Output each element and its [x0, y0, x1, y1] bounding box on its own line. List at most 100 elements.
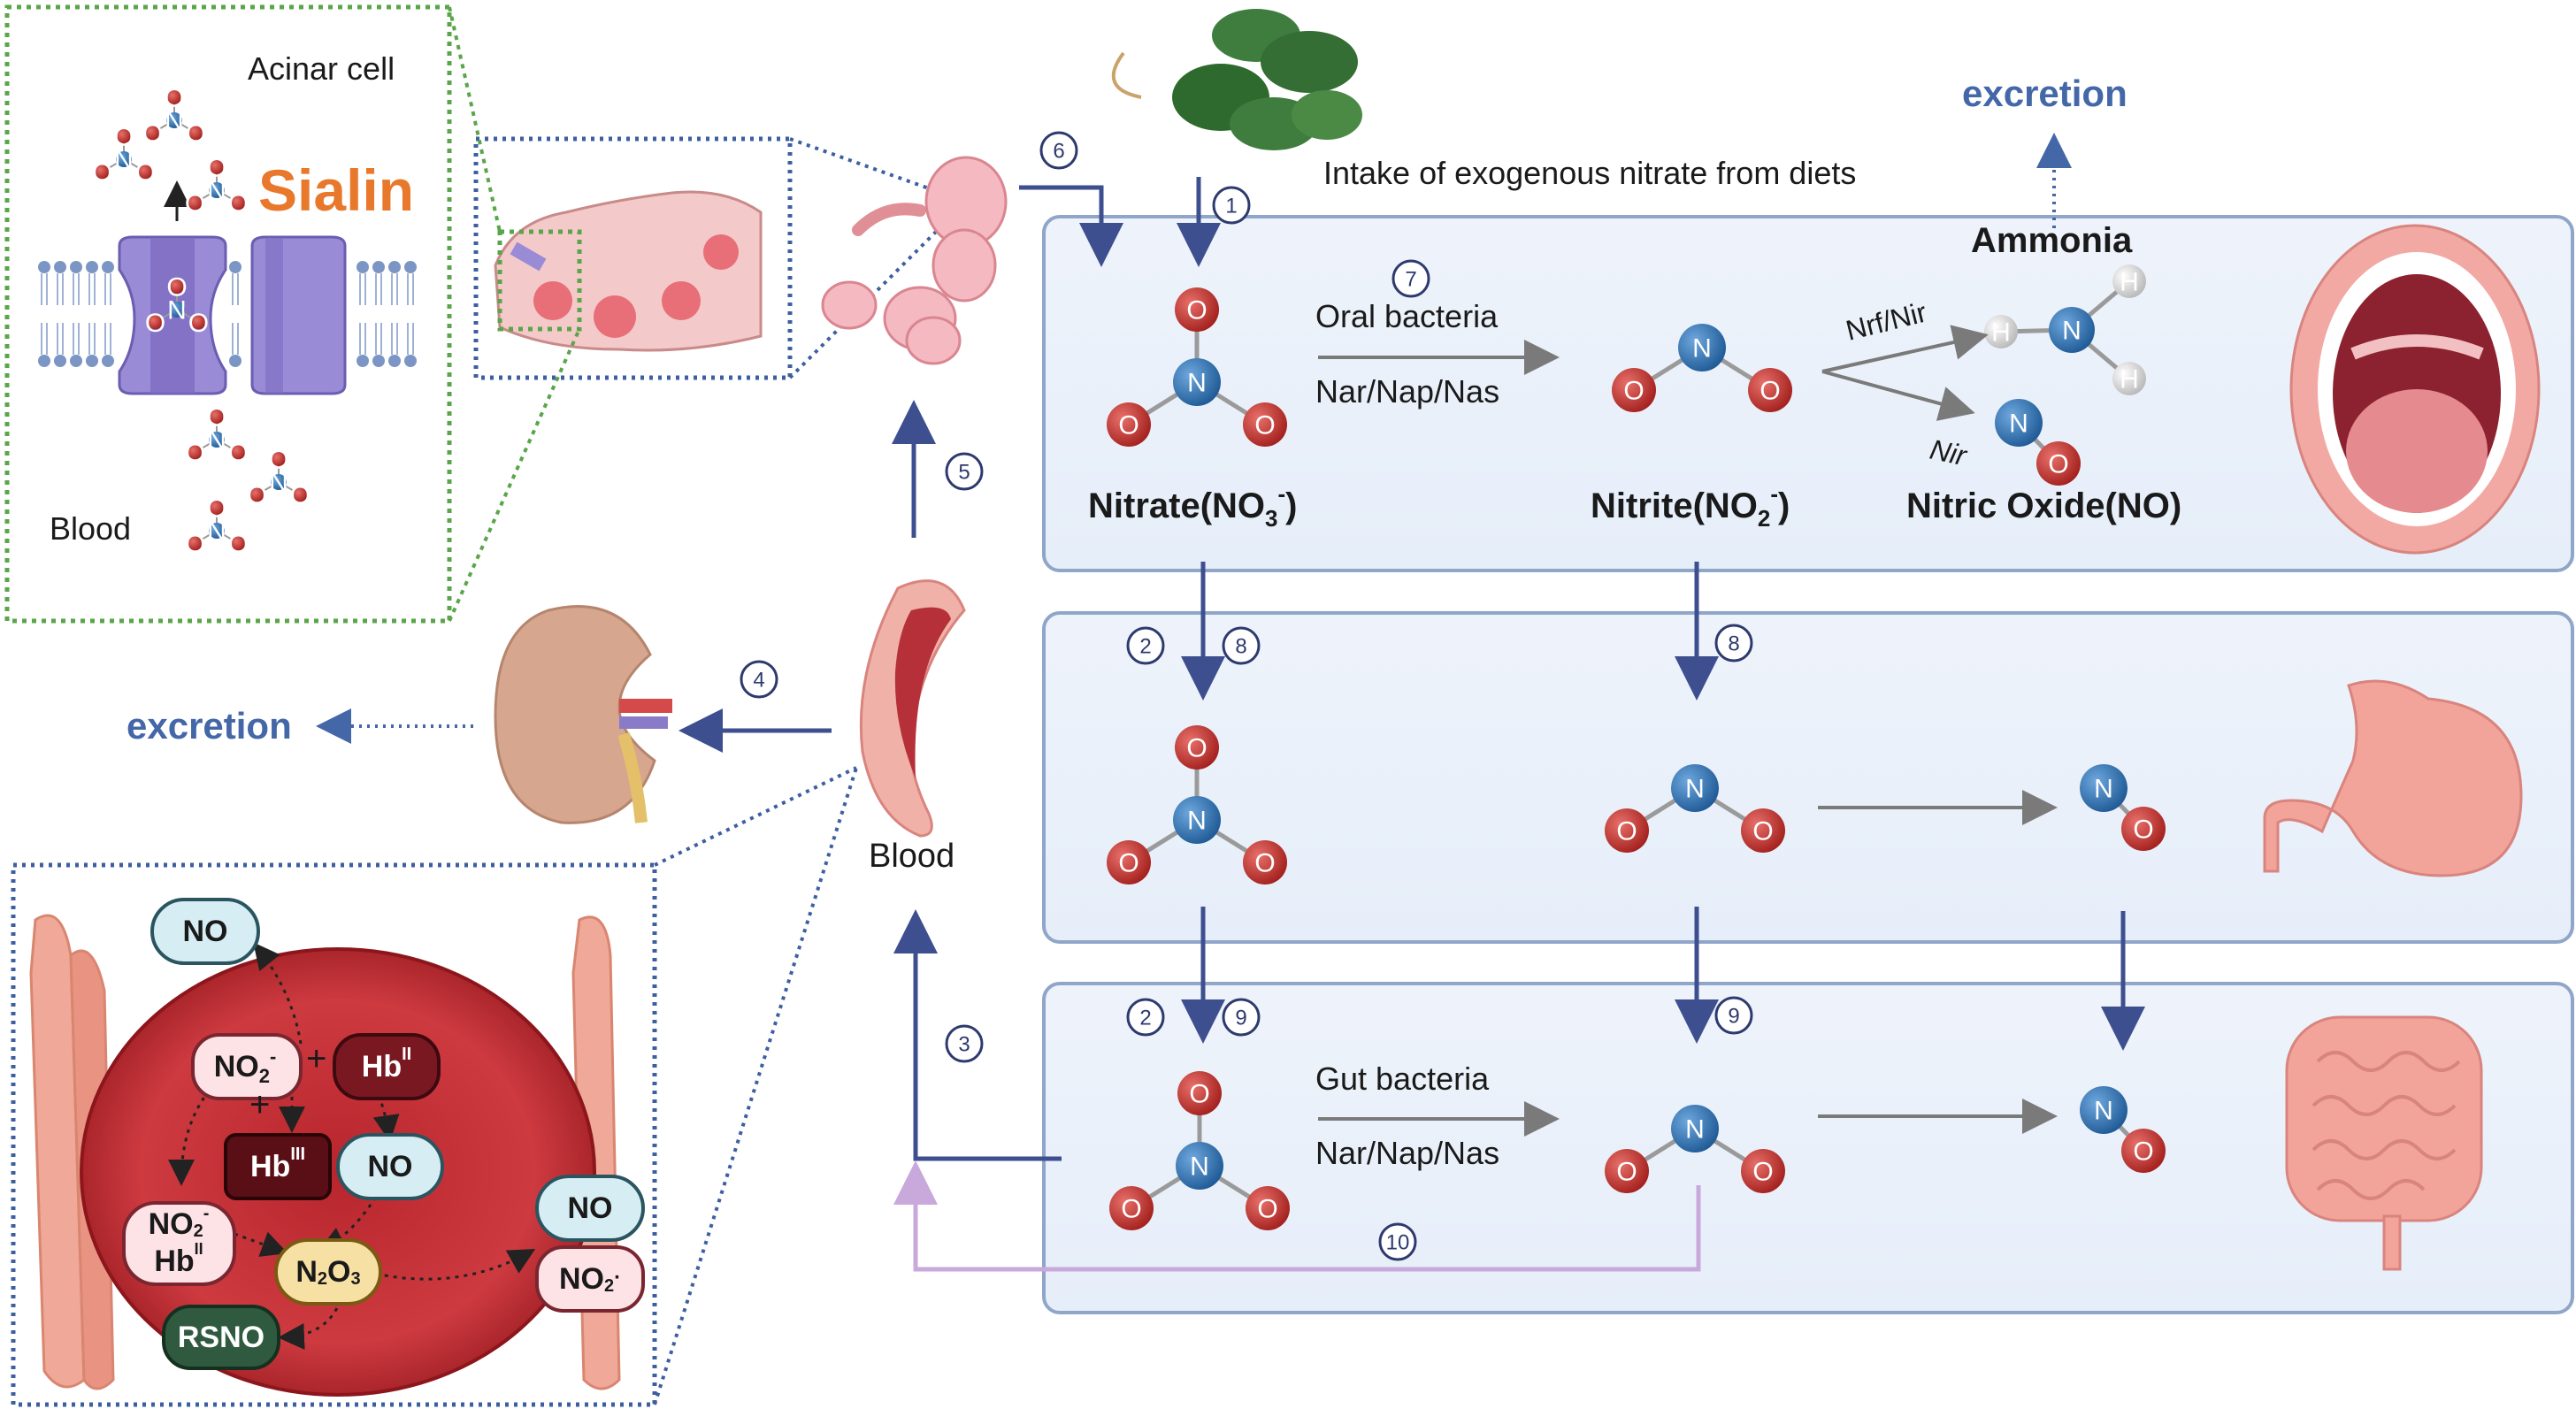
svg-text:O: O: [228, 530, 249, 559]
nitrogen-atom: [1176, 1142, 1223, 1190]
svg-text:O: O: [206, 154, 226, 183]
step-badge-6: 6: [1039, 131, 1078, 170]
rbc-zoom-line-a: [654, 766, 857, 867]
step-badge-2: 2: [1126, 626, 1165, 665]
svg-text:HbIII: HbIII: [250, 1145, 305, 1183]
svg-text:N: N: [1692, 334, 1712, 364]
step10-arrow: [893, 1160, 1701, 1272]
rbc-hb2-pill: HbII: [333, 1033, 441, 1100]
oxygen-atom: [1175, 725, 1219, 770]
step-badge-8: 8: [1714, 624, 1753, 662]
rbc-no-right-pill: NO: [535, 1175, 645, 1242]
svg-text:O: O: [186, 119, 206, 149]
svg-text:9: 9: [1235, 1007, 1246, 1030]
svg-text:7: 7: [1405, 268, 1416, 292]
svg-text:O: O: [1254, 411, 1275, 440]
svg-text:N: N: [207, 177, 226, 206]
rbc-nitrite-pill: NO2-: [191, 1033, 303, 1100]
step-badge-10: 10: [1378, 1222, 1417, 1261]
svg-text:N: N: [1187, 369, 1207, 398]
svg-text:N: N: [1190, 1152, 1209, 1182]
oxygen-atom: [1612, 368, 1656, 412]
oxygen-atom: [95, 165, 110, 180]
svg-text:1: 1: [1225, 195, 1237, 218]
oxygen-atom: [188, 195, 203, 211]
svg-text:N: N: [269, 469, 288, 498]
svg-text:O: O: [185, 530, 205, 559]
svg-text:5: 5: [958, 461, 970, 485]
svg-text:RSNO: RSNO: [178, 1321, 264, 1354]
ammonia-label: Ammonia: [1971, 221, 2133, 260]
hydrogen-atom: [2112, 362, 2146, 395]
nitrogen-atom: [2080, 1086, 2128, 1134]
step-badge-2: 2: [1126, 998, 1165, 1037]
oxygen-atom: [1246, 1186, 1290, 1230]
oxygen-atom: [1605, 1149, 1649, 1193]
mouth-icon: [2289, 224, 2541, 555]
svg-text:N: N: [2094, 775, 2113, 804]
nitrogen-atom: [1995, 399, 2043, 447]
blood-center-label: Blood: [869, 838, 954, 875]
svg-text:O: O: [1616, 817, 1637, 846]
oxygen-atom: [210, 501, 224, 515]
oxygen-atom: [1748, 368, 1792, 412]
svg-text:O: O: [206, 494, 226, 524]
oxygen-atom: [167, 90, 181, 104]
sialin-label: Sialin: [258, 157, 414, 223]
svg-text:NO: NO: [368, 1150, 413, 1183]
oxygen-atom: [1107, 402, 1151, 447]
svg-text:O: O: [228, 439, 249, 468]
stomach-panel: [1042, 611, 2574, 944]
gut-bacteria-label: Gut bacteria: [1315, 1061, 1490, 1097]
svg-text:O: O: [1254, 849, 1275, 878]
svg-text:2: 2: [1139, 635, 1151, 659]
svg-text:O: O: [206, 403, 226, 433]
svg-text:H: H: [2120, 268, 2139, 297]
inset-acinar-label: Acinar cell: [248, 50, 395, 87]
oxygen-atom: [1741, 808, 1785, 853]
svg-text:O: O: [1189, 1080, 1209, 1109]
oxygen-atom: [117, 129, 131, 143]
svg-text:O: O: [2133, 1137, 2153, 1167]
svg-text:O: O: [145, 309, 165, 338]
stomach-no-molecule: ON: [2080, 764, 2166, 851]
step-badge-8: 8: [1222, 626, 1261, 665]
oxygen-atom: [1109, 1186, 1154, 1230]
rbc-rsno-pill: RSNO: [162, 1305, 280, 1370]
nitrogen-atom: [209, 432, 225, 448]
svg-text:O: O: [228, 189, 249, 218]
nitrogen-atom: [271, 474, 287, 490]
rbc-zoom-line-b: [653, 767, 858, 1405]
oral-panel: [1042, 215, 2574, 572]
oral-bacteria-label: Oral bacteria: [1315, 298, 1499, 334]
membrane-bilayer: [38, 261, 417, 367]
svg-text:O: O: [142, 119, 163, 149]
step-badge-7: 7: [1392, 259, 1430, 298]
svg-text:O: O: [135, 158, 156, 188]
svg-text:9: 9: [1728, 1005, 1739, 1029]
svg-text:O: O: [1760, 377, 1780, 406]
zoom-line-b: [448, 328, 581, 622]
svg-text:O: O: [1623, 377, 1644, 406]
svg-text:HbII: HbII: [154, 1240, 203, 1278]
svg-text:O: O: [1186, 296, 1207, 325]
oxygen-atom: [145, 126, 160, 141]
nitrogen-atom: [169, 302, 185, 318]
svg-text:O: O: [1257, 1195, 1277, 1224]
nitrite-to-no-arrow: [1821, 370, 1975, 421]
oxygen-atom: [231, 195, 246, 211]
svg-text:H: H: [2120, 365, 2139, 394]
oxygen-atom: [148, 315, 163, 330]
oxygen-atom: [2121, 807, 2166, 851]
rbc-no2-radical-pill: NO2·: [535, 1245, 645, 1313]
rbc-plus-1: +: [306, 1039, 326, 1078]
gut-enzymes-label: Nar/Nap/Nas: [1315, 1135, 1499, 1171]
svg-text:O: O: [1616, 1158, 1637, 1187]
oxygen-atom: [2036, 441, 2081, 486]
nitrate-label: Nitrate(NO3-): [1088, 480, 1298, 532]
step-badge-4: 4: [740, 660, 778, 699]
